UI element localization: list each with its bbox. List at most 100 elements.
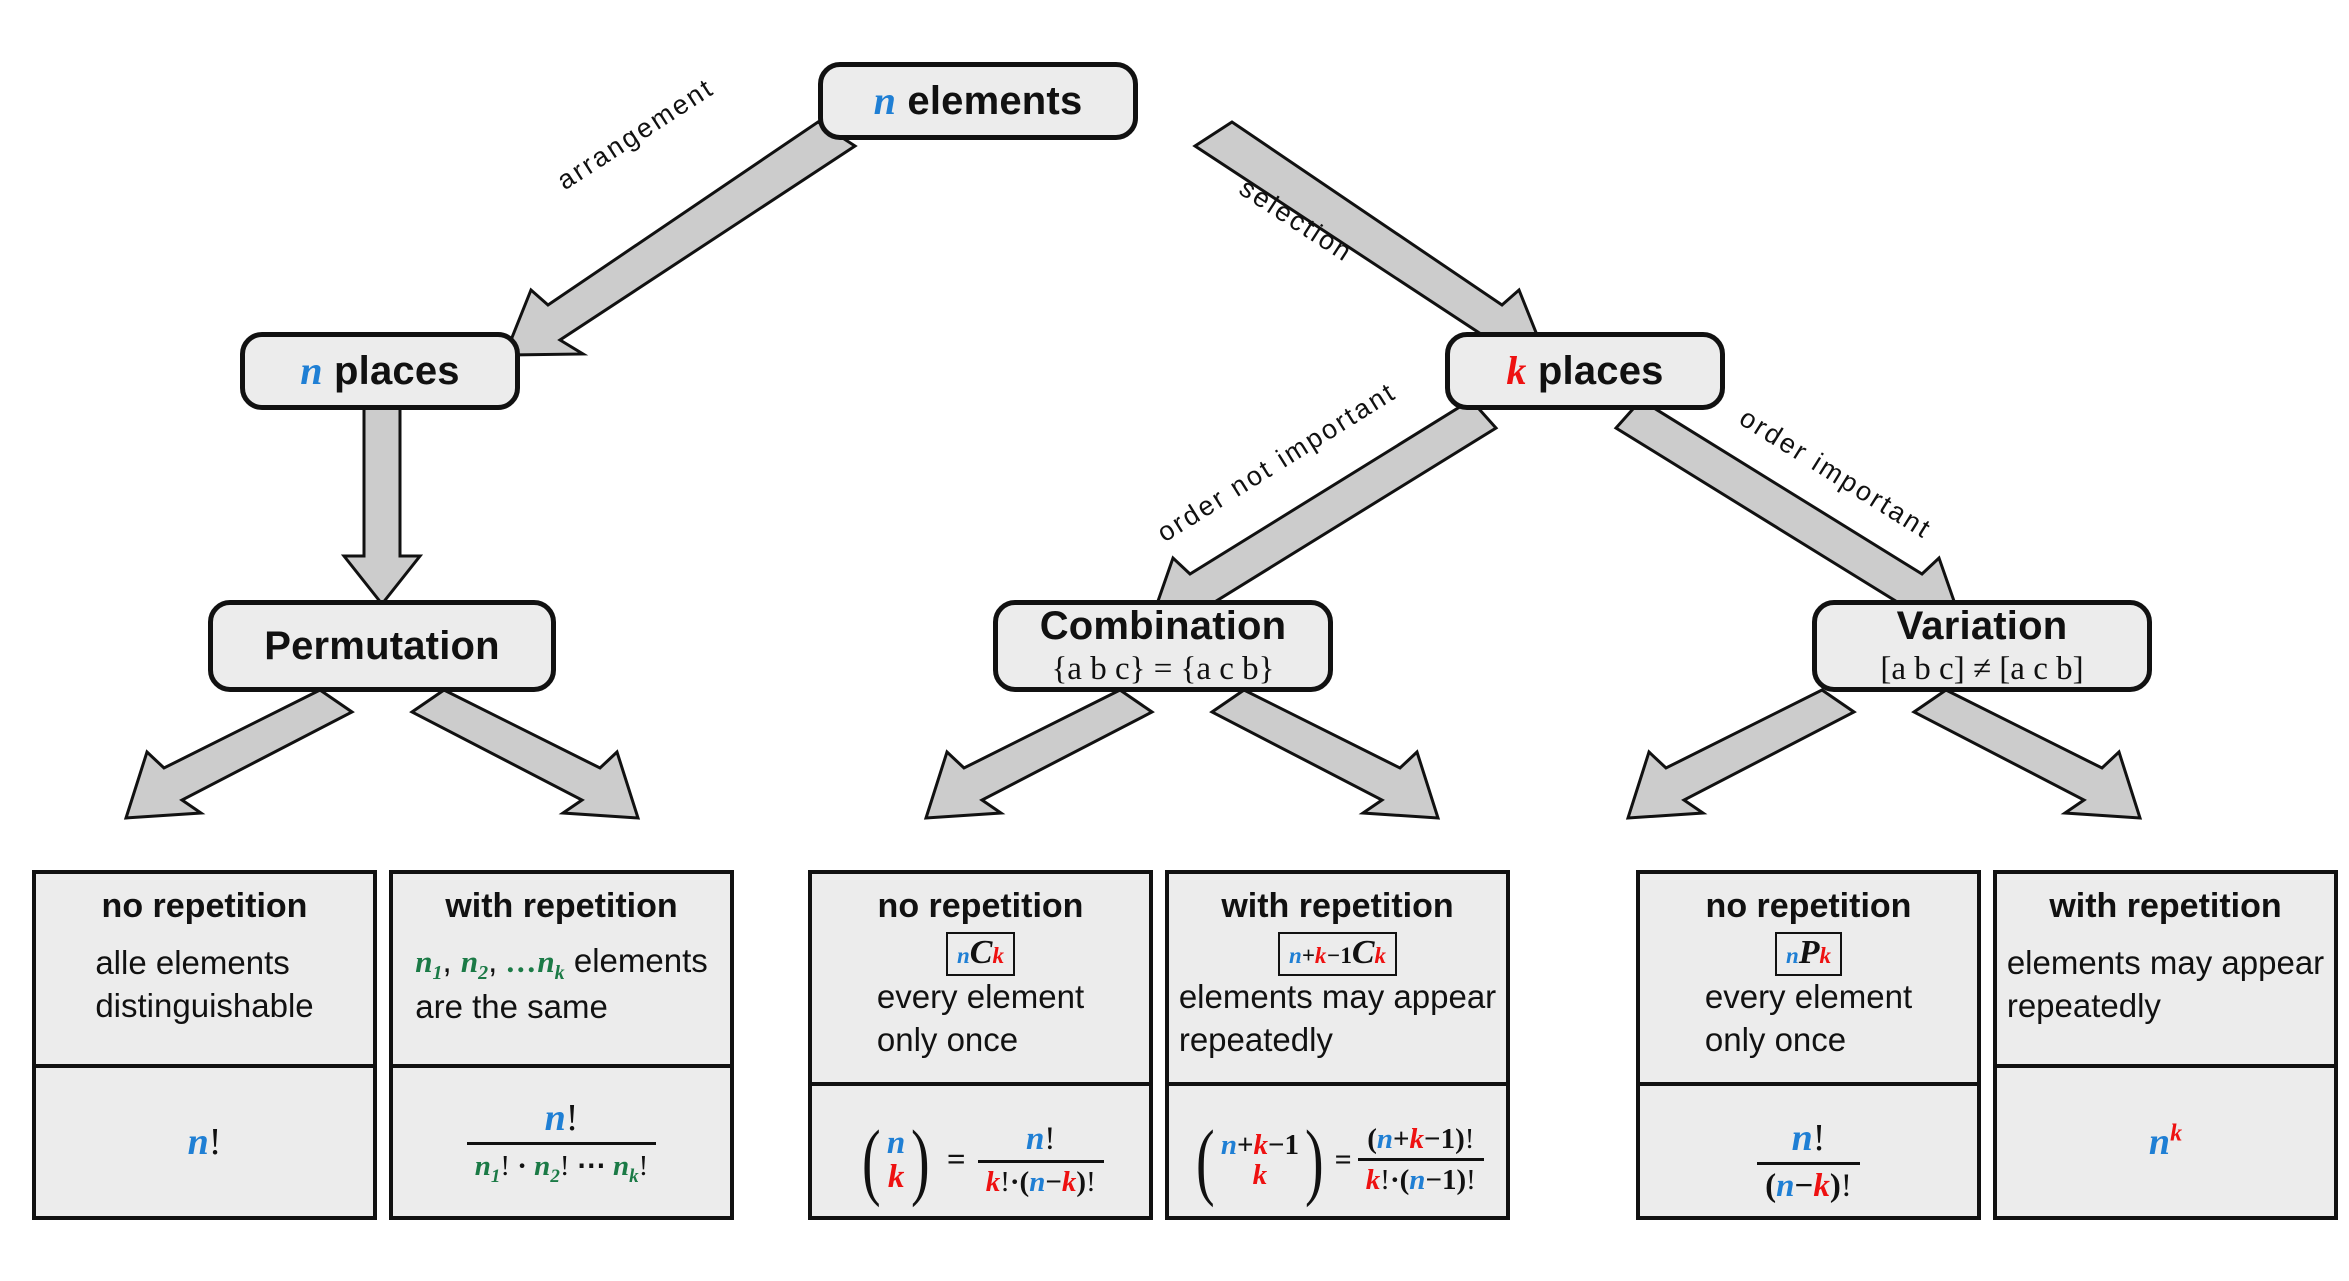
badge-pre-k: k (1314, 943, 1327, 969)
leaf-1-formula: n! (36, 1064, 373, 1216)
leaf-3-desc-line1: every element (876, 978, 1085, 1016)
leaf-3-desc-line2: only once (876, 1021, 1019, 1059)
leaf-3-top: no repetition nCk every element only onc… (812, 874, 1149, 1082)
leaf-combination-no-repetition[interactable]: no repetition nCk every element only onc… (808, 870, 1153, 1220)
leaf-variation-no-repetition[interactable]: no repetition nPk every element only onc… (1636, 870, 1981, 1220)
node-variation-subtitle: [a b c] ≠ [a c b] (1880, 650, 2084, 687)
binomial-npk1-choose-k: ( n+k−1 k ) (1191, 1111, 1328, 1208)
fraction-numerator: n! (544, 1097, 579, 1140)
fraction-numerator: (n+k−1)! (1367, 1123, 1475, 1156)
arrow-n-places-to-permutation (340, 396, 424, 607)
ellipsis-green: … (506, 944, 538, 980)
binom-bottom: k (887, 1159, 905, 1196)
leaf-1-description: alle elements distinguishable (95, 942, 313, 1038)
leaf-3-description: every element only once (877, 976, 1084, 1072)
binom-bottom: k (1252, 1159, 1268, 1192)
node-permutation-title: Permutation (264, 624, 500, 668)
binom-top: n (886, 1124, 906, 1161)
leaf-variation-with-repetition[interactable]: with repetition elements may appear repe… (1993, 870, 2338, 1220)
leaf-5-top: no repetition nPk every element only onc… (1640, 874, 1977, 1082)
leaf-6-desc-line2: repeatedly (2006, 986, 2161, 1024)
comma-1: , (442, 942, 452, 980)
leaf-4-description: elements may appear repeatedly (1179, 976, 1496, 1072)
leaf-2-formula: n! n1! · n2! ⋯ nk! (393, 1064, 730, 1216)
leaf-6-top: with repetition elements may appear repe… (1997, 874, 2334, 1064)
leaf-2-elements-word: elements (573, 942, 708, 980)
badge-sub-k: k (992, 943, 1004, 969)
badge-one: 1 (1340, 943, 1352, 969)
arrow-root-to-k-places (1192, 120, 1548, 357)
arrow-permutation-to-leaf-1 (123, 688, 355, 820)
binomial-n-choose-k: ( n k ) (857, 1111, 935, 1208)
leaf-4-top: with repetition n+k−1Ck elements may app… (1169, 874, 1506, 1082)
node-n-elements-text: elements (907, 79, 1083, 123)
variable-n: n (300, 348, 323, 393)
badge-sub-k: k (1374, 943, 1387, 969)
node-n-elements[interactable]: n elements (818, 62, 1138, 140)
equals-sign: = (1334, 1143, 1352, 1177)
badge-pre-n: n (1785, 943, 1799, 969)
fraction-denominator: n1! · n2! ⋯ nk! (466, 1142, 657, 1188)
leaf-4-formula: ( n+k−1 k ) = (n+k−1)! k!·(n−1)! (1169, 1082, 1506, 1234)
arrow-permutation-to-leaf-2 (409, 688, 641, 820)
badge-pre-n: n (1288, 943, 1302, 969)
fraction-numerator: n! (1026, 1121, 1056, 1158)
arrow-combination-to-leaf-4 (1209, 688, 1441, 820)
node-n-places-label: n places (300, 348, 460, 393)
leaf-5-badge-nPk: nPk (1774, 932, 1843, 977)
leaf-5-header: no repetition (1705, 887, 1912, 925)
leaf-5-formula: n! (n−k)! (1640, 1082, 1977, 1234)
leaf-permutation-with-repetition[interactable]: with repetition n1, n2, …nk elements are… (389, 870, 734, 1220)
node-combination[interactable]: Combination {a b c} = {a c b} (993, 600, 1333, 692)
comma-2: , (488, 942, 498, 980)
badge-sub-k: k (1819, 943, 1832, 969)
leaf-1-header: no repetition (101, 887, 308, 925)
node-variation-title: Variation (1896, 603, 2068, 648)
node-n-places-text: places (334, 349, 460, 393)
leaf-3-header: no repetition (877, 887, 1084, 925)
leaf-permutation-no-repetition[interactable]: no repetition alle elements distinguisha… (32, 870, 377, 1220)
node-k-places-text: places (1537, 349, 1664, 393)
badge-minus: − (1326, 943, 1341, 969)
formula-factorial: ! (208, 1121, 222, 1163)
leaf-4-header: with repetition (1221, 887, 1454, 925)
leaf-4-desc-line2: repeatedly (1178, 1021, 1333, 1059)
equation-combination-repetition: ( n+k−1 k ) = (n+k−1)! k!·(n−1)! (1191, 1111, 1484, 1208)
leaf-3-badge-nCk: nCk (946, 932, 1015, 977)
variable-nk: nk (537, 944, 565, 985)
leaf-6-desc-line1: elements may appear (2006, 943, 2325, 981)
node-n-elements-label: n elements (873, 78, 1083, 123)
leaf-5-desc-line1: every element (1704, 978, 1913, 1016)
node-permutation[interactable]: Permutation (208, 600, 556, 692)
leaf-1-top: no repetition alle elements distinguisha… (36, 874, 373, 1064)
paren-left: ( (862, 1111, 881, 1208)
node-combination-subtitle: {a b c} = {a c b} (1051, 650, 1275, 687)
paren-left: ( (1196, 1111, 1215, 1208)
node-combination-title: Combination (1039, 603, 1287, 648)
binom-top: n+k−1 (1220, 1129, 1300, 1161)
paren-right: ) (1305, 1111, 1324, 1208)
node-n-places[interactable]: n places (240, 332, 520, 410)
node-variation[interactable]: Variation [a b c] ≠ [a c b] (1812, 600, 2152, 692)
arrow-variation-to-leaf-5 (1625, 688, 1857, 820)
formula-n: n (187, 1121, 209, 1163)
variable-n: n (873, 78, 897, 123)
fraction-combination: n! k!·(n−k)! (977, 1121, 1104, 1199)
leaf-5-description: every element only once (1705, 976, 1912, 1072)
variable-n2: n2 (460, 944, 489, 985)
leaf-2-header: with repetition (445, 887, 678, 925)
arrow-variation-to-leaf-6 (1911, 688, 2143, 820)
leaf-1-desc-line2: distinguishable (95, 986, 314, 1024)
leaf-2-top: with repetition n1, n2, …nk elements are… (393, 874, 730, 1064)
badge-P: P (1798, 934, 1820, 972)
fraction-numerator: n! (1791, 1116, 1826, 1159)
variable-k: k (1506, 348, 1527, 393)
fraction-permutation-repetition: n! n1! · n2! ⋯ nk! (466, 1096, 657, 1188)
node-k-places[interactable]: k places (1445, 332, 1725, 410)
leaf-6-formula: nk (1997, 1064, 2334, 1216)
badge-pre-n: n (957, 943, 970, 969)
arrow-combination-to-leaf-3 (923, 688, 1155, 820)
leaf-combination-with-repetition[interactable]: with repetition n+k−1Ck elements may app… (1165, 870, 1510, 1220)
